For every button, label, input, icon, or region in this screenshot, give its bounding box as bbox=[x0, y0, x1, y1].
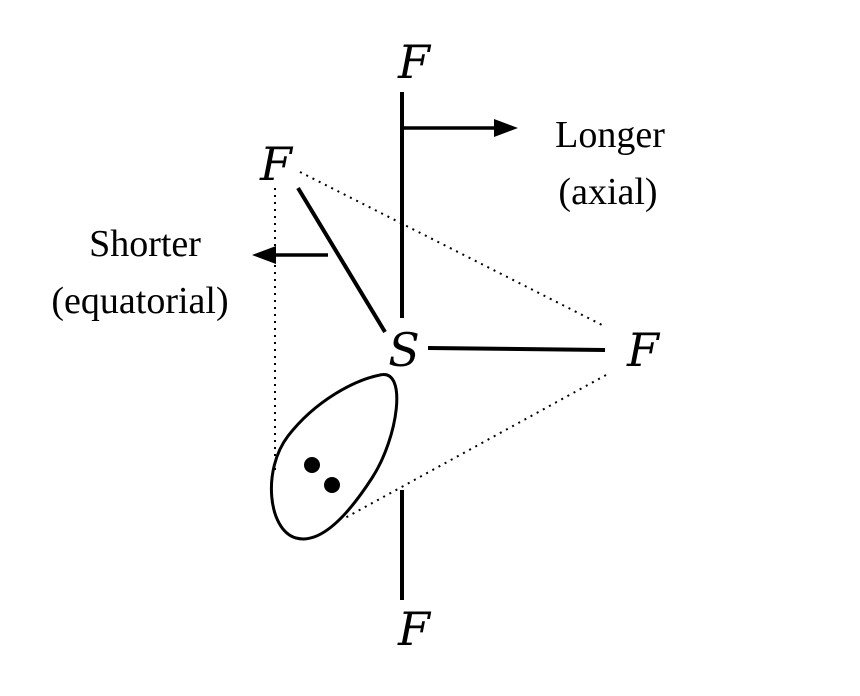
lone-pair bbox=[269, 373, 399, 541]
label-equatorial: (equatorial) bbox=[51, 280, 228, 322]
dotted-outline bbox=[274, 171, 607, 519]
label-longer: Longer bbox=[555, 114, 665, 156]
lone-pair-electron-2 bbox=[324, 477, 340, 493]
dotted-edge-top bbox=[299, 171, 607, 328]
label-shorter: Shorter bbox=[89, 223, 201, 265]
equatorial-arrow bbox=[252, 246, 328, 264]
equatorial-bond-right bbox=[427, 346, 606, 352]
axial-arrow bbox=[402, 119, 518, 137]
atom-f-axial-top: F bbox=[397, 35, 432, 89]
atom-f-equatorial-left: F bbox=[259, 137, 294, 191]
lone-pair-lobe bbox=[269, 373, 399, 541]
equatorial-bond-left bbox=[296, 186, 387, 334]
atom-s-central: S bbox=[388, 323, 420, 377]
lone-pair-electron-1 bbox=[304, 457, 320, 473]
dotted-edge-bottom bbox=[344, 374, 607, 519]
atom-f-equatorial-right: F bbox=[626, 323, 661, 377]
atom-f-axial-bottom: F bbox=[397, 602, 432, 656]
label-axial: (axial) bbox=[558, 171, 657, 213]
